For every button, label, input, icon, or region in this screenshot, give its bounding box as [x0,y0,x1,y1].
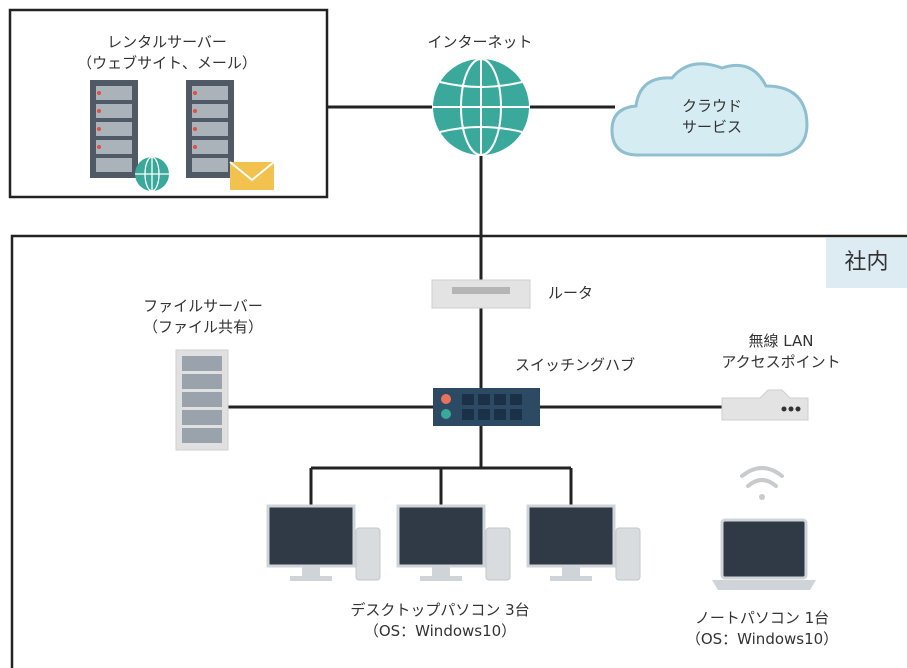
rental-server-subtitle: （ウェブサイト、メール） [77,54,257,72]
desktop-pc-1 [266,504,381,581]
router-label: ルータ [548,283,608,304]
laptop-icon [712,518,816,590]
file-server-icon [175,349,229,451]
small-globe-icon [135,156,169,192]
rental-server-label: レンタルサーバー （ウェブサイト、メール） [62,32,272,74]
switching-hub-icon [433,388,540,426]
laptop-label: ノートパソコン 1台 （OS：Windows10） [672,608,852,650]
router-title: ルータ [548,284,594,302]
cloud-subtitle: サービス [681,118,742,136]
connection-lines [228,105,725,506]
switching-hub-title: スイッチングハブ [514,356,635,374]
cloud-icon [610,62,809,157]
office-tag: 社内 [826,238,907,288]
internet-title: インターネット [427,33,533,51]
cloud-title: クラウド [681,97,742,115]
desktop-pc-3 [526,504,641,581]
office-boundary [10,234,907,668]
rental-server-box [8,8,329,199]
switching-hub-label: スイッチングハブ [500,355,650,376]
file-server-label: ファイルサーバー （ファイル共有） [118,296,288,338]
wireless-ap-subtitle: アクセスポイント [721,353,841,371]
envelope-icon [229,161,275,190]
web-server-icon [90,80,138,178]
laptop-title: ノートパソコン 1台 [694,609,830,627]
desktops-title: デスクトップパソコン 3台 [350,601,530,619]
access-point-icon [721,389,809,421]
rental-server-title: レンタルサーバー [107,33,227,51]
wireless-ap-label: 無線 LAN アクセスポイント [706,331,856,373]
router-icon [431,279,531,309]
desktop-pc-2 [396,504,511,581]
globe-icon [433,58,529,156]
desktops-label: デスクトップパソコン 3台 （OS：Windows10） [330,600,550,642]
desktops-subtitle: （OS：Windows10） [363,622,517,640]
wifi-icon [740,466,784,500]
laptop-subtitle: （OS：Windows10） [685,630,839,648]
internet-label: インターネット [410,32,550,53]
mail-server-icon [186,80,234,178]
cloud-label: クラウド サービス [662,96,762,138]
file-server-subtitle: （ファイル共有） [142,318,263,336]
wireless-ap-title: 無線 LAN [748,332,814,350]
file-server-title: ファイルサーバー [143,297,263,315]
